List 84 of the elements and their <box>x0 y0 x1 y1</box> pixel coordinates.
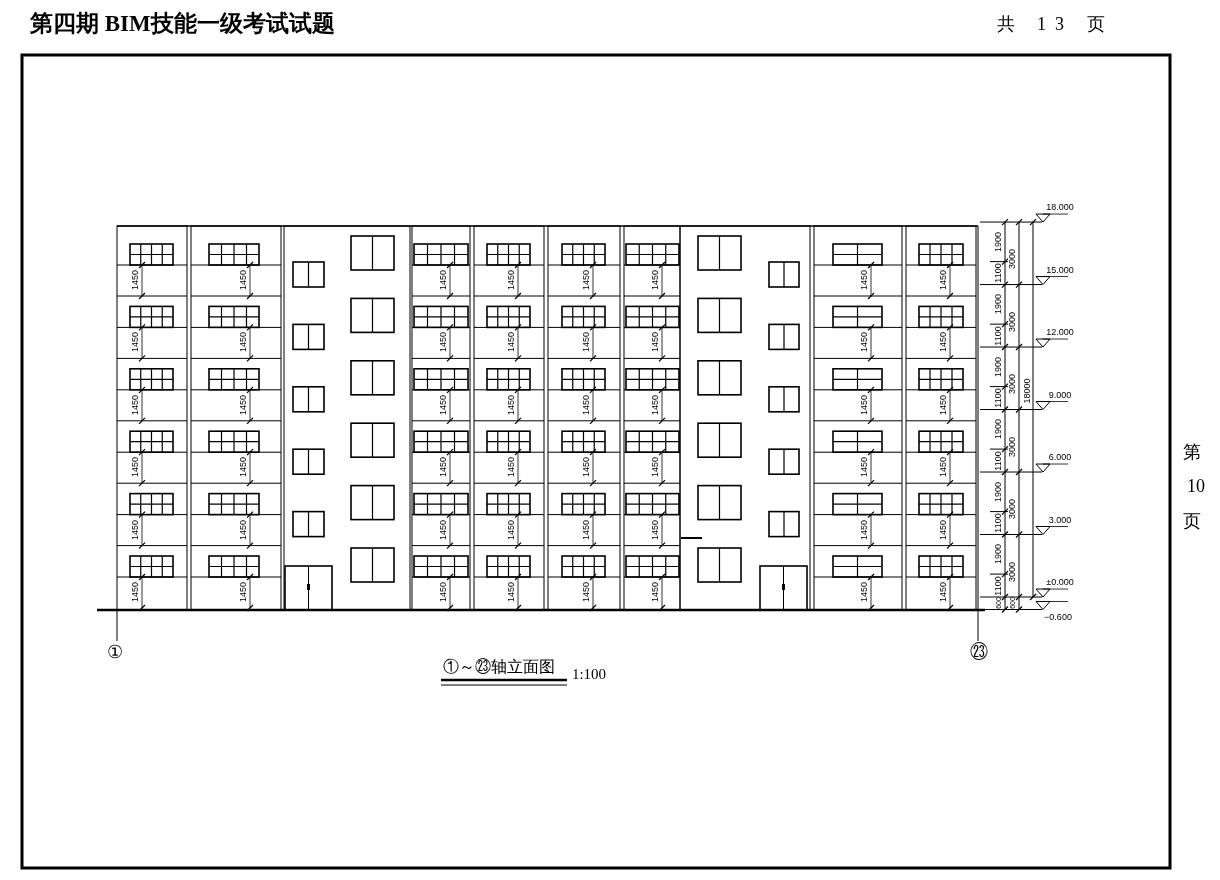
drawing-title: 第四期 BIM技能一级考试试题 <box>30 10 335 38</box>
dimension-text: 1450 <box>438 582 448 602</box>
dimension-text: 1900 <box>993 481 1003 502</box>
scale-text: 1:100 <box>571 666 607 682</box>
dimension-text: 1450 <box>938 394 948 415</box>
dimension-text: 1450 <box>581 519 591 540</box>
dimension-text: 1450 <box>130 519 140 540</box>
dimension-text: 1450 <box>581 332 591 353</box>
dimension-text: 1100 <box>993 325 1003 346</box>
dimension-text: 1450 <box>130 394 140 415</box>
dimension-text: 1450 <box>581 394 591 415</box>
dimension-text: 1450 <box>438 457 448 478</box>
dimension-text: 1450 <box>650 394 660 415</box>
dimension-text: 1450 <box>650 457 660 478</box>
dimension-text: 1450 <box>859 394 869 415</box>
dimension-text: 1450 <box>238 270 248 290</box>
page-number: 页 <box>1183 512 1201 530</box>
dimension-text: 1100 <box>993 263 1003 283</box>
dimension-text: 1450 <box>938 332 948 353</box>
page-count: 共 13 页 <box>996 12 1114 36</box>
dimension-text: 1450 <box>581 457 591 478</box>
elevation-mark-text: 12.000 <box>1046 327 1074 337</box>
dimension-text: 3000 <box>1007 499 1017 520</box>
dimension-text: 1450 <box>581 582 591 602</box>
dimension-text: 1450 <box>859 582 869 602</box>
dimension-text: 1450 <box>938 457 948 478</box>
dimension-text: 1450 <box>859 519 869 540</box>
dimension-text: 1450 <box>859 457 869 478</box>
dimension-text: 1450 <box>438 332 448 353</box>
dimension-text: 3000 <box>1007 374 1017 395</box>
dimension-text: 1450 <box>650 270 660 290</box>
dimension-text: 1450 <box>238 457 248 478</box>
dimension-text: 18000 <box>1022 378 1032 404</box>
dimension-text: 1900 <box>993 419 1003 440</box>
dimension-text: 1900 <box>993 231 1003 252</box>
elevation-mark-text: 9.000 <box>1048 390 1072 399</box>
dimension-text: 1450 <box>130 270 140 290</box>
dimension-text: 1450 <box>506 332 516 353</box>
dimension-text: 1450 <box>859 270 869 290</box>
dimension-text: 1100 <box>993 450 1003 471</box>
dimension-text: 1450 <box>438 394 448 415</box>
elevation-mark-text: 15.000 <box>1046 265 1074 275</box>
axis-number: ① <box>107 643 123 661</box>
dimension-text: 1450 <box>506 519 516 540</box>
dimension-text: 1450 <box>238 519 248 540</box>
dimension-text: 1450 <box>581 270 591 290</box>
dimension-text: 1900 <box>993 294 1003 315</box>
dimension-text: 1450 <box>938 270 948 290</box>
dimension-text: 1450 <box>238 394 248 415</box>
dimension-text: 1100 <box>993 575 1003 596</box>
dimension-text: 3000 <box>1007 311 1017 332</box>
elevation-mark-text: ±0.000 <box>1046 577 1074 587</box>
dimension-text: 1450 <box>938 582 948 602</box>
dimension-text: 1450 <box>238 332 248 353</box>
dimension-text: 1450 <box>130 582 140 602</box>
page-number: 10 <box>1187 477 1205 495</box>
dimension-text: 3000 <box>1007 249 1017 270</box>
axis-number: ㉓ <box>970 643 988 661</box>
elevation-mark-text: 18.000 <box>1046 202 1074 212</box>
dimension-text: 1450 <box>650 519 660 540</box>
dimension-text: 1450 <box>506 582 516 602</box>
dimension-text: 1450 <box>130 457 140 478</box>
dimension-text: 1900 <box>993 356 1003 377</box>
dimension-text: 1450 <box>650 582 660 602</box>
dimension-text: 1100 <box>993 513 1003 533</box>
dimension-text: 1450 <box>859 332 869 353</box>
dimension-text: 3000 <box>1007 561 1017 582</box>
dimension-text: 1450 <box>238 582 248 602</box>
elevation-mark-text: −0.600 <box>1044 613 1072 622</box>
dimension-text: 1450 <box>506 270 516 290</box>
dimension-text: 1450 <box>506 394 516 415</box>
dimension-text: 1900 <box>993 544 1003 565</box>
elevation-mark-text: 3.000 <box>1048 515 1072 524</box>
dimension-text: 1450 <box>506 457 516 478</box>
dimension-text: 1100 <box>993 388 1003 408</box>
page-number: 第 <box>1183 443 1201 461</box>
elevation-mark-text: 6.000 <box>1048 452 1072 462</box>
dimension-text: 1450 <box>938 519 948 540</box>
dimension-text: 1450 <box>650 332 660 353</box>
dimension-text: 1450 <box>438 270 448 290</box>
drawing-caption: ①～㉓轴立面图 <box>443 659 555 675</box>
dimension-text: 3000 <box>1007 436 1017 457</box>
dimension-text: 1450 <box>130 332 140 353</box>
dimension-text: 1450 <box>438 519 448 540</box>
